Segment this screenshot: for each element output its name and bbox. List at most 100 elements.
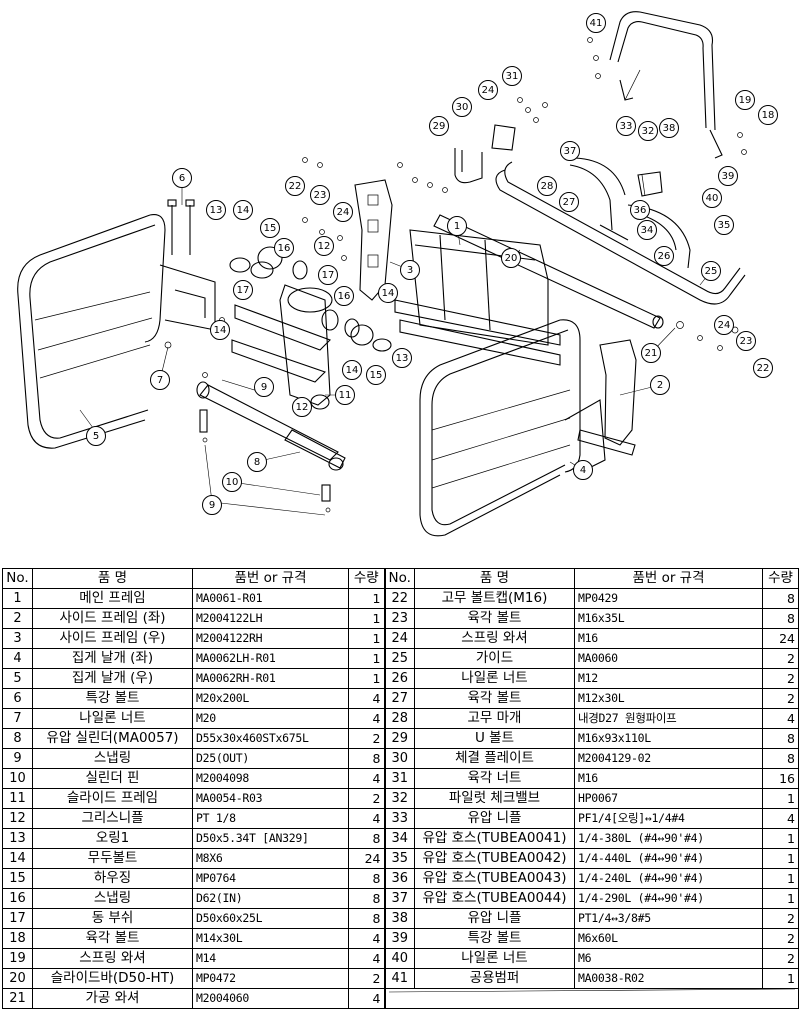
callout-c1: 1 xyxy=(447,216,467,236)
item-quantity: 4 xyxy=(348,688,385,709)
callout-number: 15 xyxy=(370,370,383,381)
callout-number: 7 xyxy=(157,375,163,386)
item-name: 공용범퍼 xyxy=(414,968,575,989)
item-part-number: MP0472 xyxy=(192,968,349,989)
callout-number: 8 xyxy=(254,457,260,468)
item-part-number: MA0038-R02 xyxy=(574,968,763,989)
item-name: 육각 볼트 xyxy=(414,688,575,709)
item-number: 3 xyxy=(2,628,33,649)
item-part-number: M14x30L xyxy=(192,928,349,949)
callout-circle xyxy=(714,315,734,335)
item-part-number: MA0061-R01 xyxy=(192,588,349,609)
item-number: 12 xyxy=(2,808,33,829)
callout-number: 14 xyxy=(346,365,359,376)
header-qty-left: 수량 xyxy=(348,568,385,589)
item-number: 10 xyxy=(2,768,33,789)
callout-c24a: 24 xyxy=(333,202,353,222)
item-part-number: 1/4-290L (#4↔90'#4) xyxy=(574,888,763,909)
callout-number: 5 xyxy=(93,431,99,442)
callout-c13b: 13 xyxy=(392,348,412,368)
item-name: 스프링 와셔 xyxy=(414,628,575,649)
callout-c29: 29 xyxy=(429,116,449,136)
callout-circle xyxy=(659,118,679,138)
callout-number: 20 xyxy=(505,253,518,264)
item-part-number: M2004098 xyxy=(192,768,349,789)
item-part-number: 1/4-380L (#4↔90'#4) xyxy=(574,828,763,849)
item-quantity: 1 xyxy=(762,868,799,889)
item-number: 41 xyxy=(383,968,415,989)
header-part-right: 품번 or 규격 xyxy=(574,568,763,589)
callout-number: 27 xyxy=(563,197,576,208)
callout-c39: 39 xyxy=(718,166,738,186)
item-part-number: MP0764 xyxy=(192,868,349,889)
item-quantity: 8 xyxy=(348,748,385,769)
callout-circle xyxy=(233,200,253,220)
callout-circle xyxy=(573,460,593,480)
item-quantity: 1 xyxy=(762,828,799,849)
item-name: 오링1 xyxy=(32,828,193,849)
item-quantity: 24 xyxy=(348,848,385,869)
callout-circle xyxy=(429,116,449,136)
item-name: 슬라이드바(D50-HT) xyxy=(32,968,193,989)
item-number: 34 xyxy=(383,828,415,849)
header-no-right: No. xyxy=(383,568,415,589)
item-quantity: 16 xyxy=(762,768,799,789)
item-quantity: 1 xyxy=(348,648,385,669)
callout-number: 24 xyxy=(718,320,731,331)
callout-c17b: 17 xyxy=(318,265,338,285)
item-part-number: HP0067 xyxy=(574,788,763,809)
callout-c7: 7 xyxy=(150,370,170,390)
callout-number: 24 xyxy=(482,85,495,96)
item-name: 육각 볼트 xyxy=(32,928,193,949)
callout-number: 35 xyxy=(718,220,731,231)
long-bolts-6 xyxy=(167,199,195,255)
item-part-number: M16x93x110L xyxy=(574,728,763,749)
callout-circle xyxy=(735,90,755,110)
item-quantity: 4 xyxy=(762,708,799,729)
callout-circle xyxy=(616,116,636,136)
item-name: U 볼트 xyxy=(414,728,575,749)
callout-c18: 18 xyxy=(758,105,778,125)
callout-number: 16 xyxy=(338,291,351,302)
callout-c14b: 14 xyxy=(210,320,230,340)
item-part-number: M16x35L xyxy=(574,608,763,629)
callout-circle xyxy=(753,358,773,378)
callout-c16b: 16 xyxy=(334,286,354,306)
callout-circle xyxy=(392,348,412,368)
callout-circle xyxy=(654,246,674,266)
item-part-number: M2004122RH xyxy=(192,628,349,649)
item-quantity: 1 xyxy=(762,788,799,809)
callout-circle xyxy=(285,176,305,196)
item-quantity: 1 xyxy=(348,608,385,629)
callout-number: 15 xyxy=(264,223,277,234)
callout-c32: 32 xyxy=(638,121,658,141)
item-number: 15 xyxy=(2,868,33,889)
item-part-number: MA0062LH-R01 xyxy=(192,648,349,669)
item-number: 31 xyxy=(383,768,415,789)
item-part-number: D25(OUT) xyxy=(192,748,349,769)
callout-number: 41 xyxy=(590,18,603,29)
item-name: 무두볼트 xyxy=(32,848,193,869)
item-number: 37 xyxy=(383,888,415,909)
item-part-number: 1/4-240L (#4↔90'#4) xyxy=(574,868,763,889)
item-part-number: D62(IN) xyxy=(192,888,349,909)
item-quantity: 4 xyxy=(348,988,385,1009)
item-number: 26 xyxy=(383,668,415,689)
item-part-number: M16 xyxy=(574,628,763,649)
callout-circle xyxy=(630,200,650,220)
item-name: 유압 니플 xyxy=(414,808,575,829)
callout-c37: 37 xyxy=(560,141,580,161)
callout-c9a: 9 xyxy=(254,377,274,397)
fasteners xyxy=(164,37,747,513)
callout-c24b: 24 xyxy=(478,80,498,100)
item-name: 특강 볼트 xyxy=(414,928,575,949)
callout-circle xyxy=(701,261,721,281)
